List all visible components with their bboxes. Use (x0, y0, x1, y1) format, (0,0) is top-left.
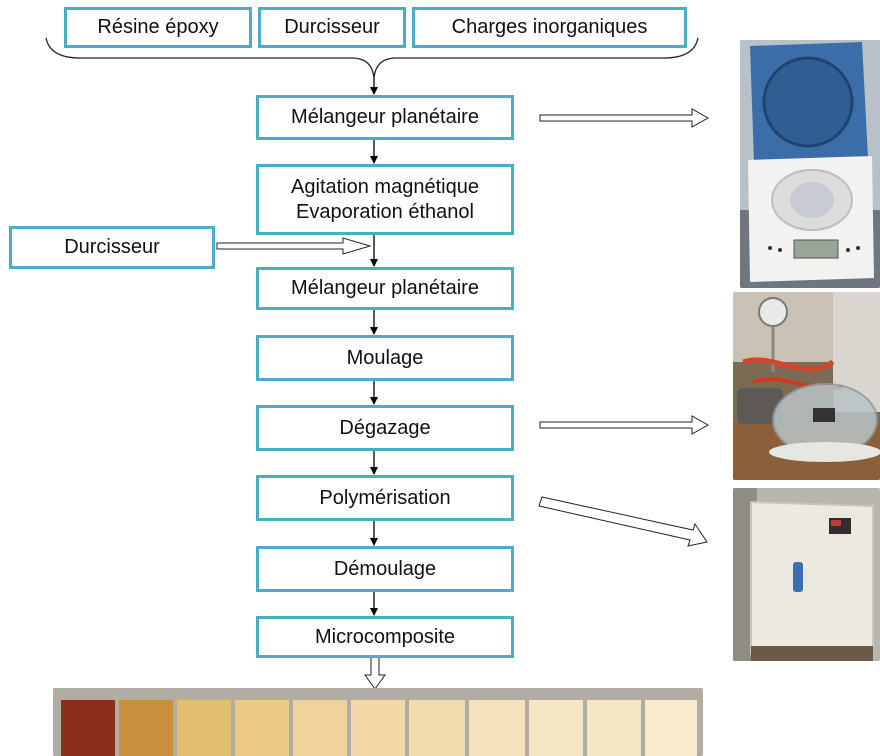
input-box-durcisseur: Durcisseur (258, 7, 406, 48)
side-input-durcisseur: Durcisseur (9, 226, 215, 269)
agitation-line-1: Agitation magnétique (291, 175, 479, 198)
oven-illustration (733, 488, 880, 661)
sample-swatch-3 (177, 700, 231, 756)
sample-swatch-10 (587, 700, 641, 756)
step-melangeur-planetaire-2: Mélangeur planétaire (256, 267, 514, 310)
sample-swatch-4 (235, 700, 289, 756)
sample-swatch-11 (645, 700, 697, 756)
input-box-charges-inorganiques: Charges inorganiques (412, 7, 687, 48)
hollow-arrow-to-mixer-photo (539, 108, 710, 128)
hollow-arrow-to-degassing-photo (539, 415, 710, 435)
vacuum-degassing-illustration (733, 292, 880, 480)
planetary-mixer-illustration (740, 40, 880, 288)
sample-swatch-5 (293, 700, 347, 756)
hollow-arrow-to-oven-photo (538, 496, 708, 547)
hollow-arrow-side-input (216, 237, 372, 255)
sample-swatch-1 (61, 700, 115, 756)
agitation-line-2: Evaporation éthanol (296, 200, 474, 223)
step-agitation-evaporation: Agitation magnétique Evaporation éthanol (256, 164, 514, 235)
planetary-mixer-photo (740, 40, 880, 288)
sample-swatch-8 (469, 700, 525, 756)
step-polymerisation: Polymérisation (256, 475, 514, 521)
step-moulage: Moulage (256, 335, 514, 381)
samples-strip-photo (53, 688, 703, 756)
sample-swatch-7 (409, 700, 465, 756)
oven-photo (733, 488, 880, 661)
vacuum-degassing-photo (733, 292, 880, 480)
step-demoulage: Démoulage (256, 546, 514, 592)
step-microcomposite: Microcomposite (256, 616, 514, 658)
input-box-resine-epoxy: Résine époxy (64, 7, 252, 48)
sample-swatch-6 (351, 700, 405, 756)
step-degazage: Dégazage (256, 405, 514, 451)
sample-swatch-9 (529, 700, 583, 756)
hollow-arrow-to-samples (364, 656, 386, 690)
sample-swatch-2 (119, 700, 173, 756)
step-melangeur-planetaire-1: Mélangeur planétaire (256, 95, 514, 140)
